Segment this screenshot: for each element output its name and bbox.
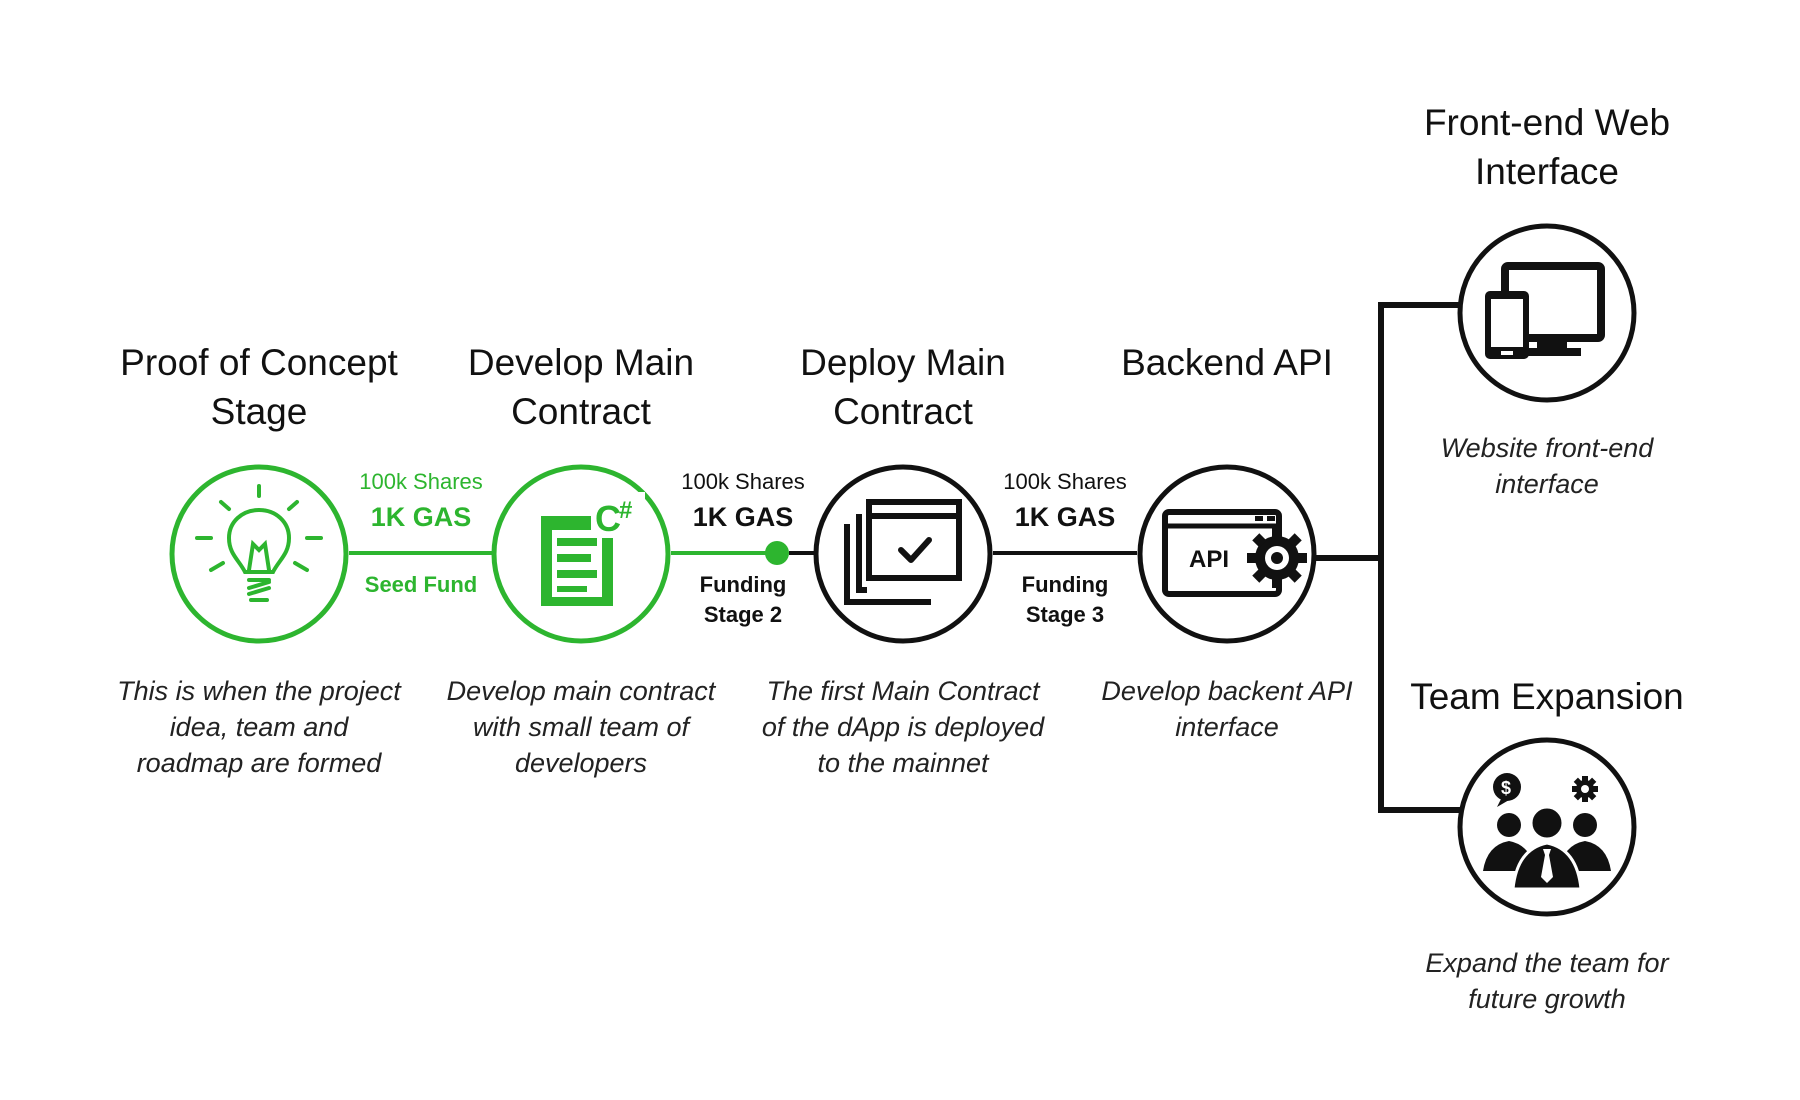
stage-2-node: C # xyxy=(491,464,671,644)
lightbulb-icon xyxy=(195,484,323,602)
svg-text:API: API xyxy=(1189,546,1229,573)
svg-text:#: # xyxy=(619,497,632,524)
stage-4-title: Backend API xyxy=(1121,342,1333,383)
stage-3-title: Deploy Main Contract xyxy=(800,342,1006,432)
funding-1-label: Seed Fund xyxy=(364,572,478,597)
funding-1-shares: 100k Shares xyxy=(359,469,483,494)
devices-icon xyxy=(1485,262,1605,359)
stage-1-node xyxy=(169,464,349,644)
stage-1-title: Proof of Concept Stage xyxy=(120,342,398,432)
progress-dot xyxy=(765,541,789,565)
branch-2-title: Team Expansion xyxy=(1410,676,1684,717)
branch-1-description: Website front-end interface xyxy=(1440,433,1654,499)
stage-3-description: The first Main Contract of the dApp is d… xyxy=(761,676,1045,778)
csharp-document-icon: C # xyxy=(541,492,645,606)
stage-2-description: Develop main contract with small team of… xyxy=(446,676,716,778)
team-icon: $ xyxy=(1483,773,1611,891)
funding-1-amount: 1K GAS xyxy=(370,502,472,532)
funding-2-shares: 100k Shares xyxy=(681,469,805,494)
branch-1-title: Front-end Web Interface xyxy=(1423,102,1671,192)
funding-3-label: Funding Stage 3 xyxy=(1021,572,1109,627)
funding-3-shares: 100k Shares xyxy=(1003,469,1127,494)
svg-text:$: $ xyxy=(1501,778,1511,798)
funding-2-amount: 1K GAS xyxy=(692,502,794,532)
stage-2-title: Develop Main Contract xyxy=(467,342,695,432)
stage-3-node xyxy=(813,464,993,644)
funding-2-label: Funding Stage 2 xyxy=(699,572,787,627)
branch-2-description: Expand the team for future growth xyxy=(1425,948,1669,1014)
stage-1-description: This is when the project idea, team and … xyxy=(117,676,401,778)
api-gear-icon: API xyxy=(1162,509,1307,597)
svg-text:C: C xyxy=(595,498,621,539)
deploy-window-check-icon xyxy=(844,499,962,605)
stage-4-node: API xyxy=(1137,464,1317,644)
branch-2-node: $ xyxy=(1457,737,1637,917)
funding-3-amount: 1K GAS xyxy=(1014,502,1116,532)
stage-4-description: Develop backent API interface xyxy=(1101,676,1353,742)
branch-1-node xyxy=(1457,223,1637,403)
